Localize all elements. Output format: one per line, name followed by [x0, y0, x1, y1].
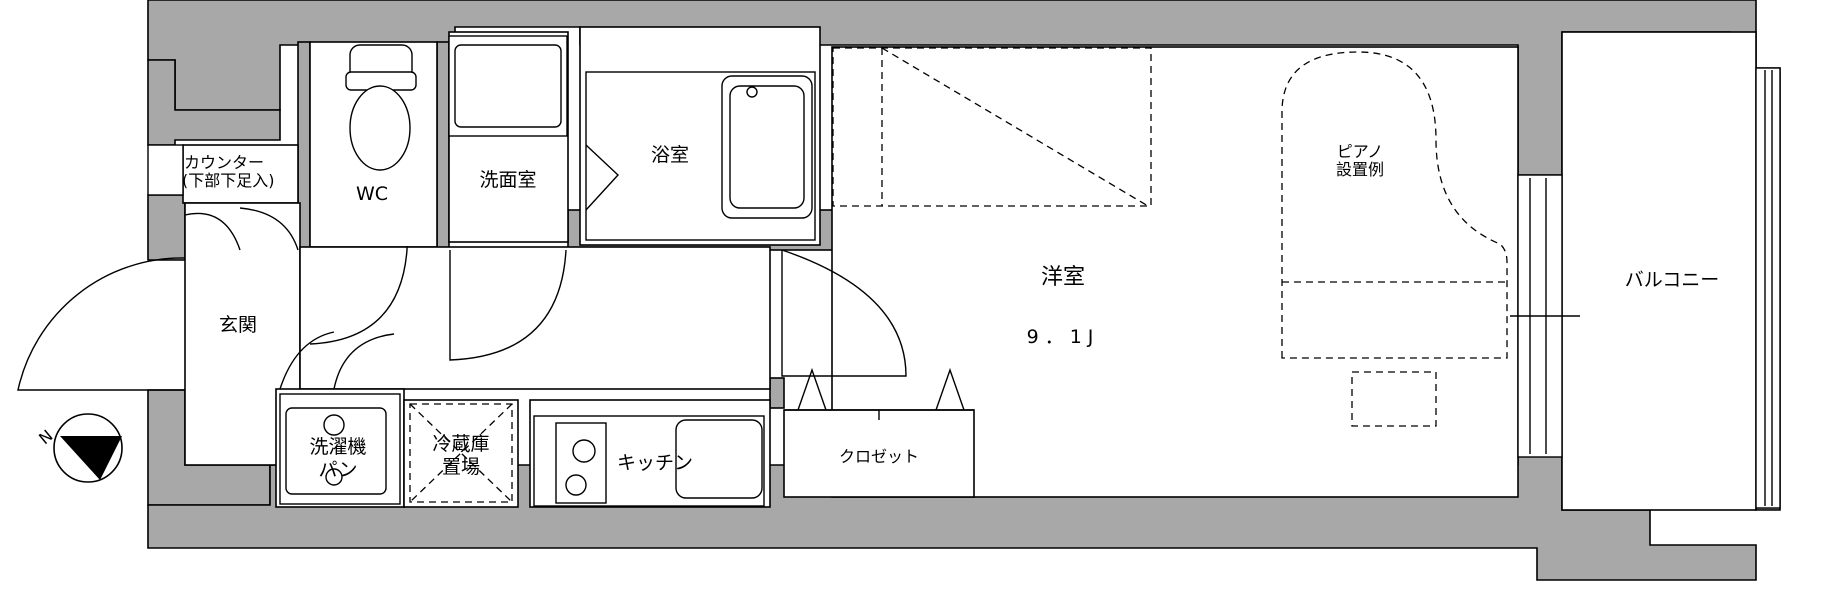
entrance: [184, 202, 301, 466]
bathroom-label: 浴室: [651, 144, 689, 166]
closet: [783, 409, 975, 498]
bathtub-icon: [585, 71, 816, 241]
kitchen-counter-icon: [533, 415, 765, 507]
balcony-label: バルコニー: [1625, 269, 1720, 291]
kitchen: [529, 399, 771, 508]
piano-icon: [1281, 51, 1508, 427]
partition-wc-right: [436, 41, 450, 251]
room-labels: カウンター (下部下足入) WC 洗面室 浴室 洋室 9．1J ピアノ 設置例 …: [182, 142, 1719, 481]
window-sash-icon: [1510, 174, 1580, 458]
toilet-icon: [345, 44, 417, 171]
washer-pan-icon: [279, 393, 401, 505]
washer-pan-label-line1: 洗濯機: [309, 436, 366, 458]
kitchen-label: キッチン: [617, 452, 693, 474]
partition-kitchen: [769, 377, 785, 409]
entrance-label: 玄関: [219, 314, 257, 336]
door-swings-icon: [17, 207, 907, 391]
fridge-label-line1: 冷蔵庫: [432, 433, 489, 455]
fridge-space-icon: [409, 403, 513, 503]
western-room-size: 9．1J: [1027, 326, 1100, 348]
dashed-storage-icon: [832, 47, 1152, 207]
compass-icon: N: [35, 413, 123, 483]
balcony-window-icon: [1755, 67, 1781, 509]
washroom-label: 洗面室: [479, 169, 536, 191]
western-room-label: 洋室: [1041, 265, 1085, 290]
washer-pan-label-line2: パン: [319, 459, 358, 481]
fixtures: [17, 35, 1781, 509]
washbasin-icon: [448, 35, 568, 137]
piano-label-line1: ピアノ: [1337, 142, 1384, 161]
compass-label: N: [35, 426, 56, 448]
hallway: [299, 246, 771, 390]
piano-label-line2: 設置例: [1336, 160, 1384, 179]
counter-label-line2: (下部下足入): [182, 171, 275, 190]
fridge-label-line2: 置場: [442, 456, 480, 478]
balcony: [1561, 31, 1757, 511]
counter-door-icon: [147, 144, 184, 196]
wall-left-lower: [147, 194, 186, 261]
closet-label: クロゼット: [839, 447, 919, 466]
closet-doors-icon: [784, 367, 974, 420]
wc-label: WC: [356, 183, 388, 205]
counter-label-line1: カウンター: [184, 153, 264, 172]
